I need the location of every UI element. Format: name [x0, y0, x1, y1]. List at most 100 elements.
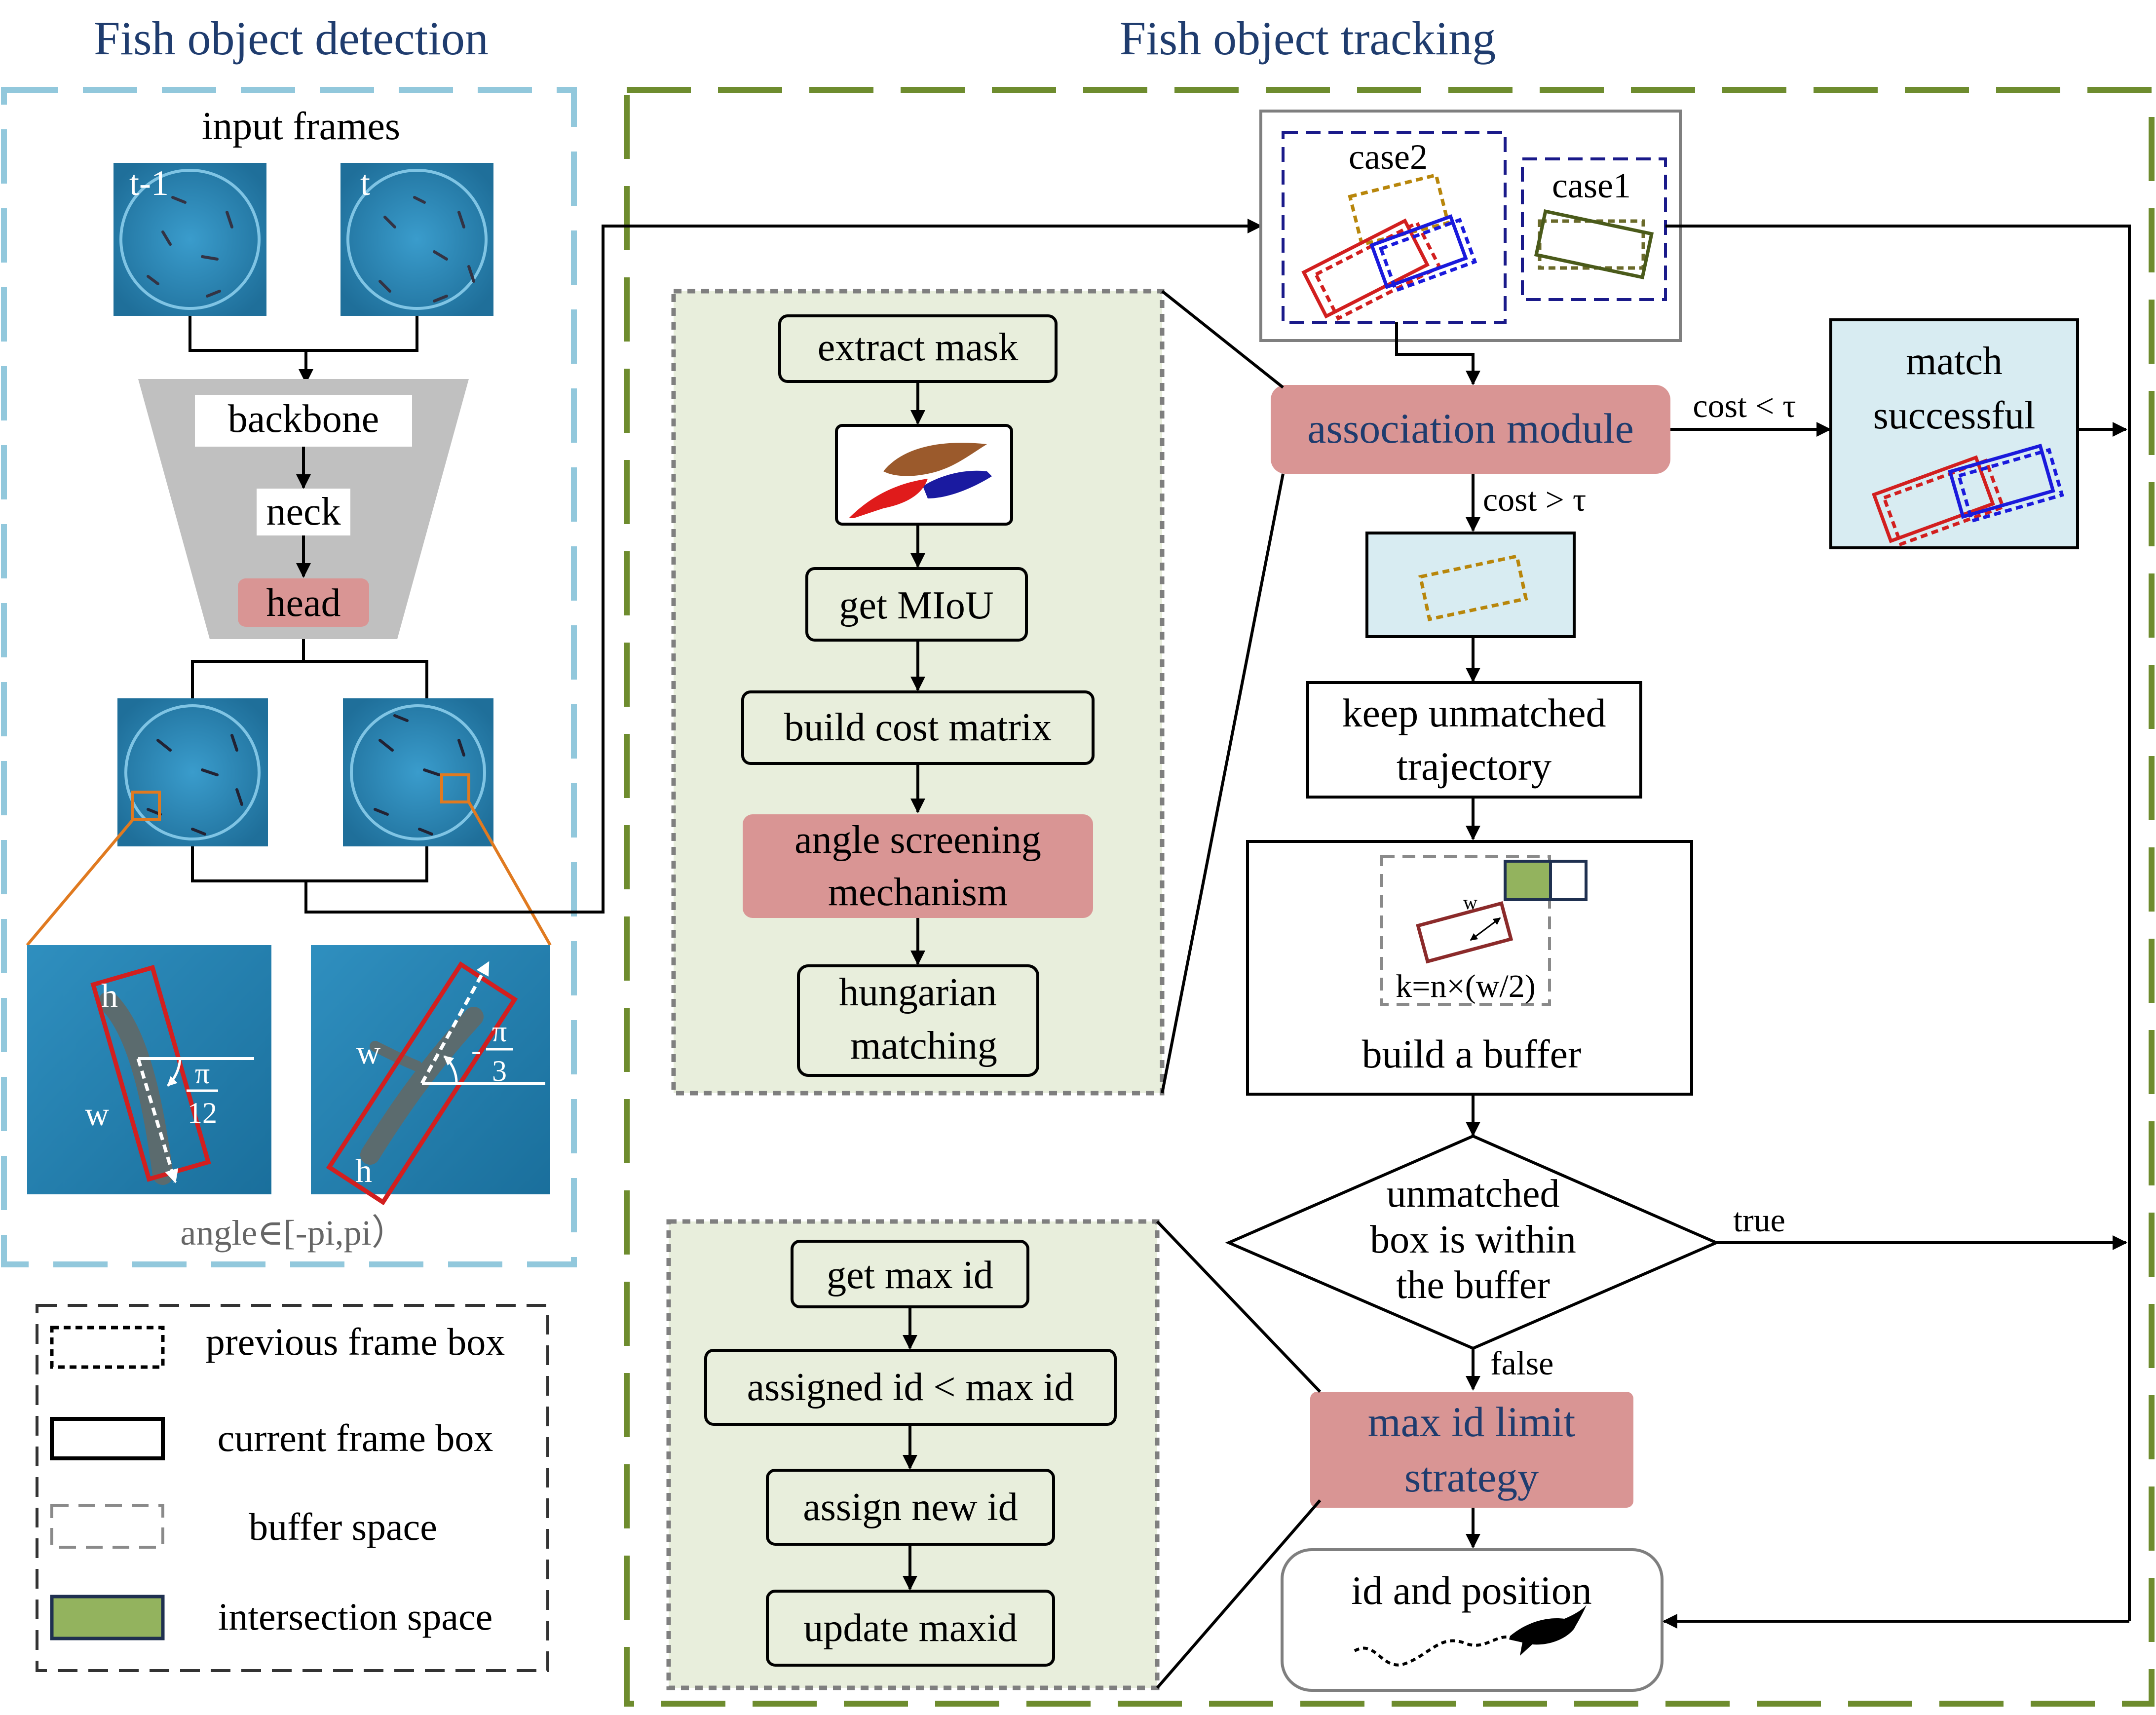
id-panel-link-bottom: [1156, 1499, 1322, 1689]
step-update-maxid-label: update maxid: [803, 1606, 1017, 1650]
detection-section-title: Fish object detection: [94, 12, 489, 65]
step-hungarian-matching: [797, 964, 1039, 1077]
zoom-left-h: h: [101, 977, 118, 1014]
zoom-left-angle-num: π: [195, 1057, 210, 1090]
case1-label: case1: [1552, 166, 1631, 205]
cost-lt-label: cost < τ: [1693, 387, 1796, 424]
association-panel-link-bottom: [1161, 473, 1285, 1094]
id-steps-panel: get max id assigned id < max id assign n…: [666, 1219, 1160, 1690]
step-assign-new-id-label: assign new id: [803, 1486, 1018, 1529]
output-label: id and position: [1351, 1568, 1591, 1613]
maxid-line2: strategy: [1404, 1453, 1539, 1501]
neck-label: neck: [266, 490, 340, 534]
output-frame-curr: [343, 698, 493, 846]
legend-intersection-swatch: [50, 1595, 165, 1640]
detection-section-border: [1, 87, 577, 1267]
association-steps-panel: extract mask get MIoU build cost matrix …: [671, 289, 1165, 1096]
step-hungarian-line2: matching: [850, 1024, 997, 1067]
build-buffer-box: [1246, 840, 1693, 1096]
step-hungarian-line1: hungarian: [839, 971, 997, 1014]
zoom-right-angle-sign: -: [471, 1034, 481, 1067]
trajectory-path: [1354, 1635, 1513, 1667]
decision-line3: the buffer: [1396, 1263, 1550, 1307]
zoom-right-h: h: [355, 1152, 372, 1189]
legend-current-swatch: [50, 1417, 165, 1460]
cost-gt-label: cost > τ: [1483, 481, 1586, 518]
legend-buffer-label: buffer space: [249, 1505, 437, 1548]
step-angle-screening: [743, 814, 1093, 918]
backbone-label: backbone: [228, 397, 379, 441]
intersection-region-rest: [1549, 860, 1588, 901]
input-frame-curr: t: [340, 163, 493, 316]
unmatched-detection-box: [1365, 532, 1576, 638]
maxid-line1: max id limit: [1368, 1398, 1576, 1446]
head-label: head: [266, 581, 340, 625]
id-panel-link-top: [1156, 1220, 1322, 1393]
zoom-image-left: h w π 12: [27, 945, 271, 1194]
id-position-output: [1281, 1548, 1664, 1692]
false-label: false: [1490, 1344, 1553, 1382]
frame-curr-label: t: [360, 163, 370, 203]
cases-box: case2 case1: [1259, 110, 1682, 342]
legend-intersection-label: intersection space: [218, 1595, 493, 1638]
buffer-space-region: [1380, 855, 1551, 1006]
zoom-right-angle-num: π: [492, 1015, 507, 1048]
head-box: [238, 578, 369, 627]
detections-to-tracker-line: [304, 219, 1262, 914]
case1-region: [1521, 157, 1667, 301]
legend-current-label: current frame box: [218, 1416, 493, 1459]
step-update-maxid: [766, 1590, 1055, 1667]
frames-merge-line: [189, 316, 418, 352]
outputs-merge-line: [191, 846, 428, 882]
zoom-connector-left: [26, 818, 135, 946]
legend-buffer-swatch: [50, 1504, 164, 1549]
step-build-cost-matrix-label: build cost matrix: [784, 706, 1052, 749]
decision-line1: unmatched: [1387, 1172, 1560, 1216]
step-assigned-id-label: assigned id < max id: [747, 1366, 1074, 1409]
keep-line2: trajectory: [1397, 744, 1551, 789]
buffer-formula: k=n×(w/2): [1396, 968, 1535, 1004]
zoom-left-w: w: [85, 1095, 109, 1133]
match-successful-box: [1829, 318, 2079, 549]
keep-line1: keep unmatched: [1342, 690, 1606, 735]
angle-range-label: angle∈[-pi,pi）: [180, 1213, 407, 1253]
legend-previous-swatch: [50, 1326, 165, 1369]
split-line-left: [191, 639, 305, 698]
keep-unmatched-box: [1306, 681, 1642, 799]
legend-border: [36, 1304, 549, 1672]
step-angle-screening-line1: angle screening: [794, 818, 1041, 862]
zoom-right-angle-den: 3: [492, 1055, 507, 1087]
case1-bypass-line: [1665, 225, 2131, 1621]
input-frame-prev: t-1: [113, 163, 266, 316]
association-panel-link-top: [1161, 290, 1284, 389]
legend-previous-label: previous frame box: [206, 1320, 505, 1363]
maxid-strategy-box: [1310, 1392, 1633, 1508]
match-line1: match: [1906, 340, 2002, 383]
step-extract-mask-label: extract mask: [818, 326, 1018, 369]
output-frame-prev: [117, 698, 268, 846]
association-module-label: association module: [1307, 405, 1634, 452]
zoom-connector-right: [467, 801, 552, 946]
legend: previous frame box current frame box buf…: [36, 1304, 549, 1672]
backbone-box: [195, 395, 412, 447]
step-get-max-id-label: get max id: [827, 1254, 993, 1297]
buffer-w-label: w: [1463, 891, 1477, 914]
split-line-right: [303, 660, 428, 698]
intersection-region: [1504, 860, 1552, 901]
neck-box: [257, 489, 350, 535]
cases-to-association-arrow: [1395, 322, 1480, 385]
tracking-section-title: Fish object tracking: [1120, 12, 1496, 65]
decision-line2: box is within: [1370, 1218, 1576, 1261]
step-angle-screening-line2: mechanism: [828, 871, 1008, 914]
build-buffer-label: build a buffer: [1362, 1031, 1582, 1076]
match-line2: successful: [1873, 394, 2036, 437]
case2-label: case2: [1349, 137, 1428, 177]
zoom-left-angle-den: 12: [188, 1097, 217, 1129]
zoom-image-right: w h - π 3: [311, 945, 550, 1206]
fish-silhouette-icon: [1509, 1605, 1587, 1656]
case2-region: [1282, 131, 1507, 324]
input-frames-label: input frames: [202, 105, 400, 148]
association-module: [1271, 385, 1670, 474]
